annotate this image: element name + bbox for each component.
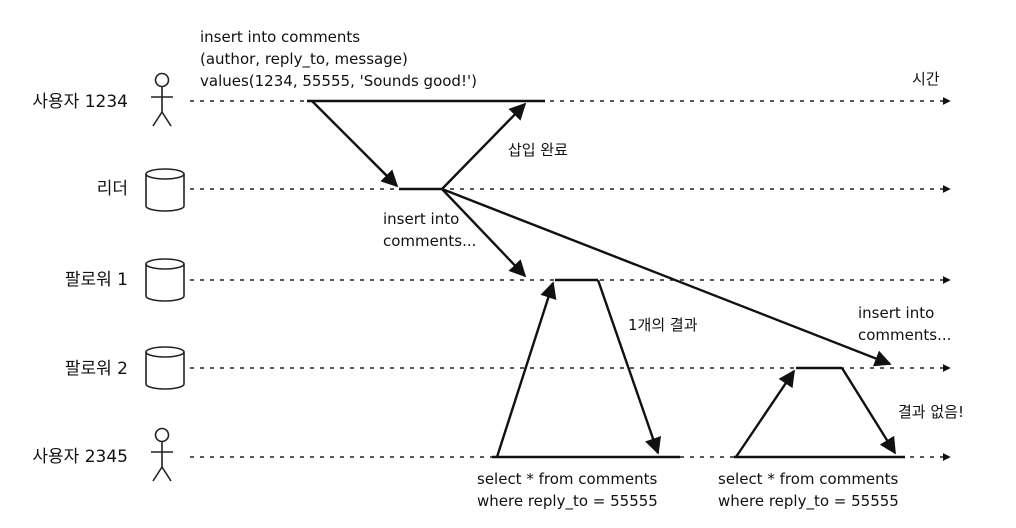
insert-complete-arrow: [441, 102, 527, 190]
lane-label-user-2345: 사용자 2345: [32, 447, 128, 467]
replication-arrow-follower-2: [441, 187, 892, 367]
insert-complete-label: 삽입 완료: [508, 141, 568, 159]
insert-query-line-2: (author, reply_to, message): [200, 50, 408, 69]
insert-query-line-1: insert into comments: [200, 28, 360, 46]
lane-label-follower-2: 팔로워 2: [65, 359, 128, 379]
read-request-arrow-follower-2: [735, 369, 795, 458]
read-response-arrow-follower-2: [840, 367, 897, 455]
select-query-1-line-2: where reply_to = 55555: [477, 492, 658, 511]
time-label: 시간: [912, 70, 940, 88]
database-icon: [145, 258, 185, 302]
read-response-arrow-follower-1: [596, 279, 661, 455]
database-icon: [145, 168, 185, 212]
follower-1-result-label: 1개의 결과: [628, 316, 698, 334]
replication-label-follower-2-line-1: insert into: [858, 304, 934, 322]
lane-label-follower-1: 팔로워 1: [65, 270, 128, 290]
follower-2-result-label: 결과 없음!: [898, 403, 964, 421]
replication-label-follower-1-line-2: comments...: [383, 232, 476, 250]
write-request-arrow: [311, 100, 399, 188]
select-query-1-line-1: select * from comments: [477, 470, 658, 488]
insert-query-text: insert into comments (author, reply_to, …: [200, 28, 477, 90]
read-request-arrow-follower-1: [495, 281, 557, 458]
replication-label-follower-1-line-1: insert into: [383, 210, 459, 228]
replication-arrow-follower-1: [441, 188, 527, 278]
lane-label-leader: 리더: [97, 179, 128, 199]
database-icon: [145, 346, 185, 390]
select-query-2-line-2: where reply_to = 55555: [718, 492, 899, 511]
person-icon: [151, 427, 173, 482]
select-query-2-line-1: select * from comments: [718, 470, 899, 488]
insert-query-line-3: values(1234, 55555, 'Sounds good!'): [200, 72, 477, 90]
person-icon: [151, 72, 173, 127]
lane-label-user-1234: 사용자 1234: [32, 92, 128, 112]
replication-label-follower-2-line-2: comments...: [858, 326, 951, 344]
